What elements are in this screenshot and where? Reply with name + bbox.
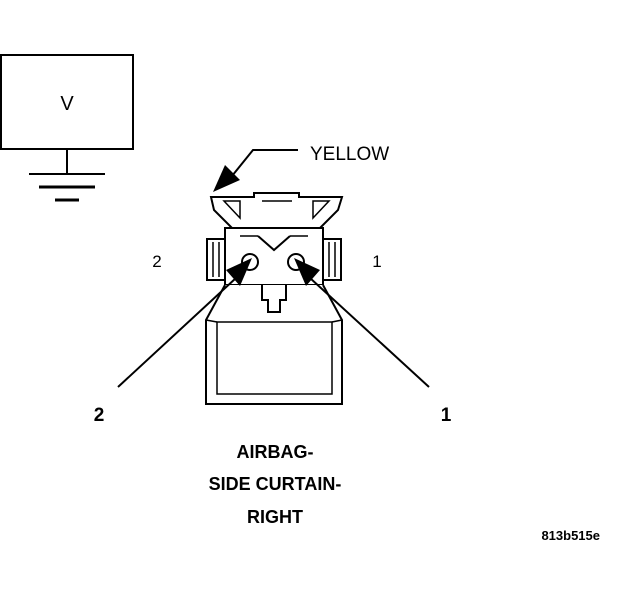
wire-leaders [117, 258, 430, 388]
title-line-2: SIDE CURTAIN- [209, 474, 342, 494]
arrowhead-icon [226, 258, 252, 286]
color-callout: YELLOW [213, 144, 389, 192]
arrowhead-icon [294, 258, 320, 286]
arrowhead-icon [213, 165, 240, 192]
cavity-label-right: 1 [372, 252, 381, 271]
component-title: AIRBAG- SIDE CURTAIN- RIGHT [209, 442, 342, 527]
wire-label-left: 2 [94, 405, 105, 426]
ground-icon [29, 149, 105, 202]
voltmeter: V [0, 54, 134, 202]
cavity-label-left: 2 [152, 252, 161, 271]
voltmeter-box [0, 54, 134, 150]
voltmeter-symbol: V [60, 93, 74, 115]
title-line-1: AIRBAG- [237, 442, 314, 462]
connector-housing [205, 192, 344, 405]
wire-label-right: 1 [441, 405, 452, 426]
figure-id: 813b515e [541, 528, 600, 543]
connector-color-label: YELLOW [310, 144, 389, 165]
title-line-3: RIGHT [247, 507, 303, 527]
